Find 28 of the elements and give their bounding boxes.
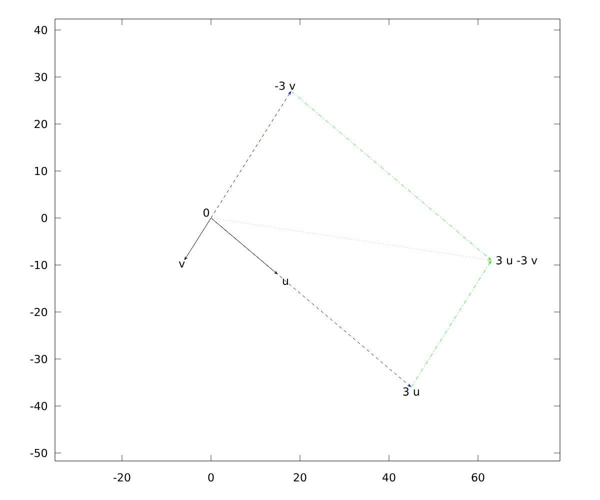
point-label: 3 u xyxy=(403,387,419,396)
tick-label: -20 xyxy=(30,308,48,316)
point-label: 3 u -3 v xyxy=(496,256,538,264)
vector-arrow xyxy=(290,90,492,260)
tick-label: -10 xyxy=(30,260,48,270)
tick-label: 10 xyxy=(35,166,48,176)
point-label: v xyxy=(178,262,185,268)
point-label: -3 v xyxy=(275,82,296,90)
point-label: u xyxy=(282,278,288,285)
vector-arrow xyxy=(184,218,212,260)
tick-label: 20 xyxy=(34,120,48,128)
vector-arrow xyxy=(210,91,291,218)
tick-label: -40 xyxy=(30,402,48,410)
vector-arrow xyxy=(210,218,278,274)
tick-label: 40 xyxy=(34,26,48,34)
vector-arrow xyxy=(210,218,491,261)
tick-label: 40 xyxy=(382,473,396,482)
tick-label: -20 xyxy=(114,473,130,482)
tick-label: -30 xyxy=(30,354,48,364)
tick-label: 0 xyxy=(208,473,214,482)
tick-label: 0 xyxy=(42,214,48,222)
vector-arrow xyxy=(210,218,411,387)
tick-label: 60 xyxy=(472,473,484,482)
tick-label: 30 xyxy=(34,72,48,82)
tick-label: -50 xyxy=(30,448,48,458)
vector-arrow xyxy=(410,260,492,388)
point-label: 0 xyxy=(204,208,210,217)
tick-label: 20 xyxy=(294,473,306,482)
